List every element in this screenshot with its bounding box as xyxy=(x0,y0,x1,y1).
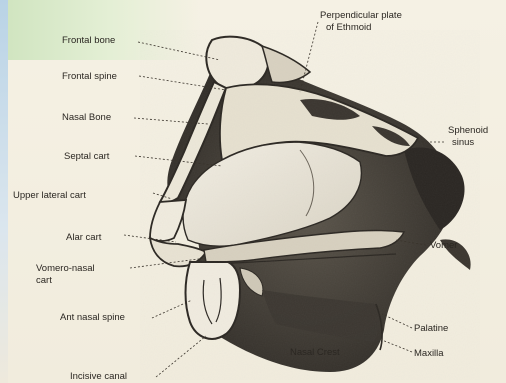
label-alar-cart: Alar cart xyxy=(66,232,102,243)
label-sphenoid-sinus-line1: Sphenoid xyxy=(448,125,488,136)
label-sphenoid-sinus-line2: sinus xyxy=(452,137,474,148)
label-maxilla: Maxilla xyxy=(414,348,444,359)
label-vomer: Vomer xyxy=(430,240,457,251)
label-ant-nasal-spine: Ant nasal spine xyxy=(60,312,125,323)
label-nasal-bone: Nasal Bone xyxy=(62,112,111,123)
label-perpendicular-plate-line2: of Ethmoid xyxy=(326,22,371,33)
label-vomero-nasal-cart-line1: Vomero-nasal xyxy=(36,263,95,274)
label-nasal-crest: Nasal Crest xyxy=(290,347,340,358)
label-incisive-canal: Incisive canal xyxy=(70,371,127,382)
label-upper-lateral-cart: Upper lateral cart xyxy=(13,190,86,201)
label-frontal-bone: Frontal bone xyxy=(62,35,115,46)
label-vomero-nasal-cart-line2: cart xyxy=(36,275,52,286)
label-perpendicular-plate-line1: Perpendicular plate xyxy=(320,10,402,21)
label-palatine: Palatine xyxy=(414,323,448,334)
label-septal-cart: Septal cart xyxy=(64,151,110,162)
label-frontal-spine: Frontal spine xyxy=(62,71,117,82)
